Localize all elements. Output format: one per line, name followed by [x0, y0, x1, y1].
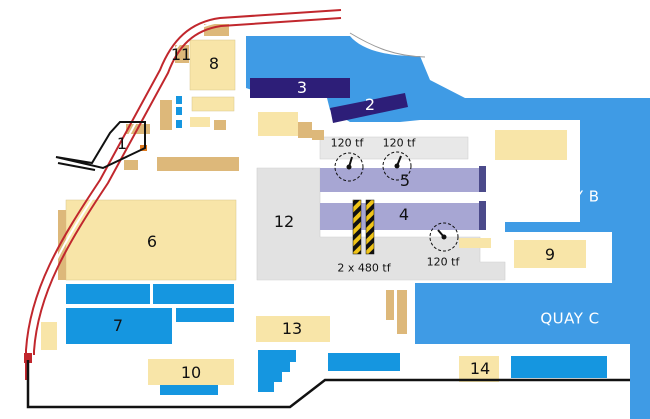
building-west-small: [41, 322, 57, 350]
building-14: [459, 356, 499, 382]
gantry-capacity-label: 2 x 480 tf: [337, 261, 391, 275]
warehouse-7: [66, 308, 172, 344]
area-1-road: [57, 162, 96, 171]
building-dark-a: [160, 100, 172, 130]
area-label-10: 10: [180, 363, 202, 382]
warehouse-10-base: [160, 385, 218, 395]
building-near-2b: [298, 122, 312, 138]
road: [26, 360, 630, 409]
railway-line: [33, 17, 342, 355]
building-roof-8: [204, 24, 229, 36]
ship-2: [330, 93, 408, 123]
building-blue-c: [176, 120, 182, 128]
building-small-b: [190, 117, 210, 127]
building-11: [175, 45, 189, 63]
area-label-1: 1: [116, 134, 128, 153]
warehouse-7-right: [176, 308, 234, 322]
railway-line: [29, 13, 342, 355]
building-small-c: [214, 120, 226, 130]
building-13: [256, 316, 330, 342]
building-near-2c: [312, 130, 324, 140]
building-col-a: [386, 290, 394, 320]
area-label-14: 14: [469, 359, 491, 378]
warehouse-14: [511, 356, 607, 378]
area-label-3: 3: [296, 78, 308, 97]
area-label-11: 11: [170, 45, 192, 64]
gantry-leg-right: [365, 199, 375, 255]
area-1-road: [55, 121, 146, 170]
area-label-8: 8: [208, 54, 220, 73]
dock-4-gate: [479, 201, 486, 230]
dock-5: [320, 168, 485, 192]
crane-icon: [429, 222, 459, 252]
railway-line: [25, 9, 342, 380]
building-10: [148, 359, 234, 385]
gantry-leg-left: [352, 199, 362, 255]
area-label-5: 5: [399, 171, 411, 190]
crane-capacity-label: 120 tf: [382, 136, 416, 150]
area-label-6: 6: [146, 232, 158, 251]
building-9: [514, 240, 586, 268]
warehouse-13-stepped: [258, 350, 296, 392]
building-blue-a: [176, 96, 182, 104]
area-label-7: 7: [112, 316, 124, 335]
area-label-13: 13: [281, 319, 303, 338]
warehouse-13-right: [328, 353, 400, 371]
building-quay-a: [495, 130, 567, 160]
quay-label-b: QUAY B: [540, 187, 600, 206]
concrete-pad-north: [319, 136, 469, 160]
building-6: [65, 199, 237, 281]
building-6-side: [58, 210, 66, 280]
shoreline-line: [349, 32, 426, 58]
building-blue-b: [176, 107, 182, 115]
quay-label-c: QUAY C: [540, 309, 600, 328]
warehouse-7-top-right: [153, 284, 234, 304]
water-area: [246, 36, 650, 419]
building-small-a: [191, 96, 235, 112]
area-label-4: 4: [398, 205, 410, 224]
building-9-small: [459, 238, 491, 248]
dock-4: [320, 203, 485, 230]
area-label-12: 12: [273, 212, 295, 231]
crane-icon: [382, 151, 412, 181]
building-8: [189, 39, 236, 91]
warehouse-7-top-left: [66, 284, 150, 304]
dock-5-gate: [479, 166, 486, 192]
crane-capacity-label: 120 tf: [330, 136, 364, 150]
building-dark-c: [157, 157, 239, 171]
quay-label-a: QUAY A: [544, 80, 604, 99]
building-near-2: [258, 112, 298, 136]
ship-3: [250, 78, 350, 98]
crane-icon: [334, 152, 364, 182]
area-label-9: 9: [544, 245, 556, 264]
building-dark-d: [124, 160, 138, 170]
railway-end-marker: [24, 353, 32, 363]
area-label-2: 2: [364, 95, 376, 114]
building-col-b: [397, 290, 407, 334]
crane-capacity-label: 120 tf: [426, 255, 460, 269]
